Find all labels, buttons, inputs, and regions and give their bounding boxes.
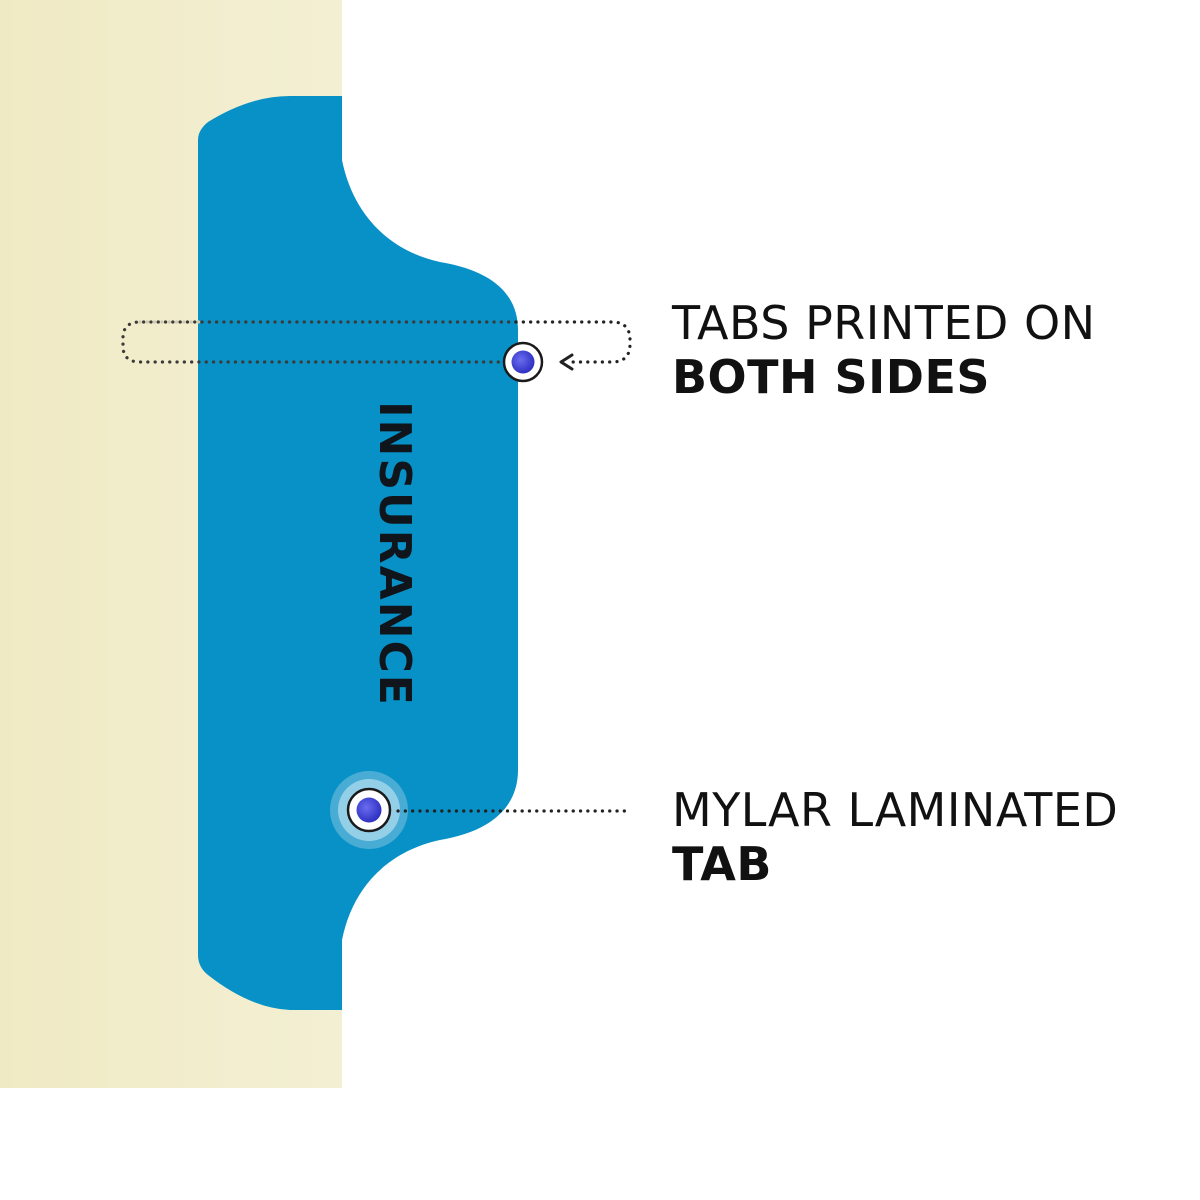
tab-label: INSURANCE bbox=[369, 401, 420, 707]
both-sides-dotted-loop bbox=[121, 320, 518, 364]
callout-mylar-line1: MYLAR LAMINATED bbox=[672, 783, 1119, 837]
pulse-dot-icon bbox=[330, 771, 630, 849]
arrowhead-icon bbox=[559, 353, 574, 371]
callout-mylar-line2: TAB bbox=[672, 837, 772, 891]
callout-mylar: MYLAR LAMINATED TAB bbox=[672, 783, 1118, 891]
callout-both-sides: TABS PRINTED ON BOTH SIDES bbox=[672, 296, 1096, 404]
both-sides-dotted-return bbox=[514, 320, 632, 364]
flip-arrow-loop-icon bbox=[121, 320, 632, 383]
callout-both-sides-line1: TABS PRINTED ON bbox=[672, 296, 1096, 350]
both-sides-marker-dot bbox=[511, 350, 535, 374]
divider-tab bbox=[198, 96, 518, 1010]
mylar-marker-dot bbox=[356, 797, 382, 823]
callout-both-sides-line2: BOTH SIDES bbox=[672, 350, 991, 404]
